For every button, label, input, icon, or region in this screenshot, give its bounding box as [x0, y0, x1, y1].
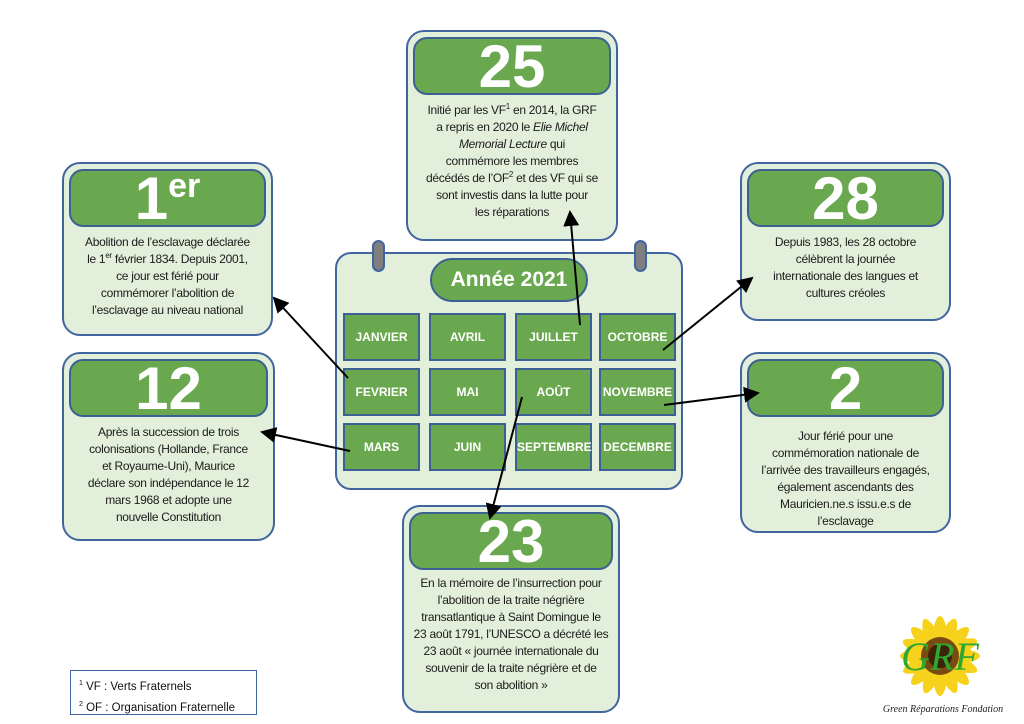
arrow-novembre: [663, 386, 760, 406]
footnote-1: 1 VF : Verts Fraternels: [79, 680, 192, 693]
month-novembre: NOVEMBRE: [599, 368, 676, 416]
footnotes: 1 VF : Verts Fraternels 2 OF : Organisat…: [70, 670, 257, 715]
calendar-ring-right: [634, 240, 647, 272]
arrow-juillet: [563, 210, 581, 326]
month-avril: AVRIL: [429, 313, 506, 361]
month-fevrier: FEVRIER: [343, 368, 420, 416]
arrow-octobre: [662, 276, 754, 351]
card-day: 12: [69, 359, 268, 419]
month-octobre: OCTOBRE: [599, 313, 676, 361]
month-juin: JUIN: [429, 423, 506, 471]
arrow-mars: [260, 427, 351, 452]
month-septembre: SEPTEMBRE: [515, 423, 592, 471]
month-decembre: DECEMBRE: [599, 423, 676, 471]
card-day: 28: [747, 169, 944, 229]
calendar-title: Année 2021: [430, 258, 588, 302]
svg-text:Green Réparations Fondation: Green Réparations Fondation: [883, 704, 1003, 715]
svg-text:GRF: GRF: [901, 634, 979, 679]
month-mai: MAI: [429, 368, 506, 416]
grf-sunflower-logo: GRF Green Réparations Fondation: [883, 616, 1003, 715]
calendar: Année 2021 JANVIER AVRIL JUILLET OCTOBRE…: [335, 252, 683, 490]
month-janvier: JANVIER: [343, 313, 420, 361]
card-day: 23: [409, 512, 613, 572]
footnote-2: 2 OF : Organisation Fraternelle: [79, 700, 236, 714]
card-day: 2: [747, 359, 944, 419]
card-day: 1er: [69, 169, 266, 229]
calendar-ring-left: [372, 240, 385, 272]
arrow-aout: [485, 396, 523, 520]
card-day: 25: [413, 37, 611, 97]
month-aout: AOÛT: [515, 368, 592, 416]
month-mars: MARS: [343, 423, 420, 471]
arrow-fevrier: [272, 296, 349, 379]
